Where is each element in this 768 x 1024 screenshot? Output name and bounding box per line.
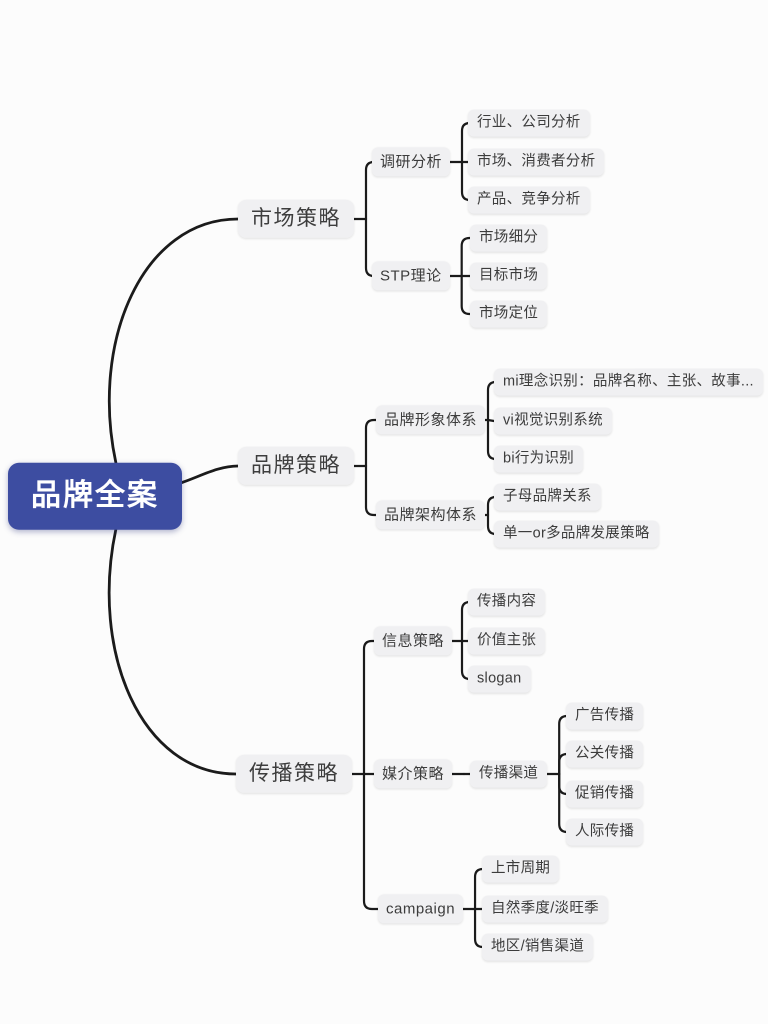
mindmap-node-media-strategy[interactable]: 媒介策略 [374,759,453,789]
mindmap-node-mi-concept-identity[interactable]: mi理念识别：品牌名称、主张、故事... [494,368,763,396]
mindmap-node-brand-strategy[interactable]: 品牌策略 [238,446,354,486]
mindmap-node-brand-architecture-system[interactable]: 品牌架构体系 [376,500,486,530]
mindmap-node-root[interactable]: 品牌全案 [8,462,182,530]
mindmap-node-target-market[interactable]: 目标市场 [470,262,548,290]
mindmap-node-stp-theory[interactable]: STP理论 [372,261,450,291]
mindmap-node-communication-channels[interactable]: 传播渠道 [470,760,548,788]
mindmap-node-communication-content[interactable]: 传播内容 [468,588,546,616]
connector-path [364,464,378,517]
mindmap-node-natural-season[interactable]: 自然季度/淡旺季 [482,895,608,923]
mindmap-node-launch-cycle[interactable]: 上市周期 [482,855,560,883]
mindmap-node-market-segmentation[interactable]: 市场细分 [470,224,548,252]
mindmap-node-promotion-communication[interactable]: 促销传播 [566,780,644,808]
mindmap-node-market-strategy[interactable]: 市场策略 [238,199,354,239]
connector-path [460,236,472,278]
mindmap-node-sub-parent-brand-relation[interactable]: 子母品牌关系 [494,483,601,511]
connector-path [362,772,380,911]
mindmap-node-industry-company-analysis[interactable]: 行业、公司分析 [468,109,590,137]
mindmap-node-message-strategy[interactable]: 信息策略 [374,626,453,656]
mindmap-node-single-or-multi-brand-strategy[interactable]: 单一or多品牌发展策略 [494,520,659,548]
connector-path [107,527,238,776]
mindmap-node-market-consumer-analysis[interactable]: 市场、消费者分析 [468,148,605,176]
connector-path [362,639,376,776]
mindmap-node-pr-communication[interactable]: 公关传播 [566,740,644,768]
mindmap-node-bi-behavior-identity[interactable]: bi行为识别 [494,445,584,473]
connector-path [460,274,472,316]
mindmap-node-slogan[interactable]: slogan [468,665,531,693]
connector-path [180,464,240,484]
mindmap-node-region-sales-channel[interactable]: 地区/销售渠道 [482,933,594,961]
mindmap-node-interpersonal-communication[interactable]: 人际传播 [566,818,644,846]
mindmap-node-vi-visual-identity[interactable]: vi视觉识别系统 [494,407,612,435]
mindmap-node-campaign[interactable]: campaign [378,894,464,924]
mindmap-node-advertising-communication[interactable]: 广告传播 [566,702,644,730]
connector-path [107,217,240,465]
connector-path [364,418,378,468]
mindmap-node-communication-strategy[interactable]: 传播策略 [236,754,352,794]
mindmap-node-market-positioning[interactable]: 市场定位 [470,300,548,328]
mindmap-node-product-competition-analysis[interactable]: 产品、竞争分析 [468,186,590,214]
mindmap-node-research-analysis[interactable]: 调研分析 [372,147,451,177]
mindmap-node-value-proposition[interactable]: 价值主张 [468,627,546,655]
mindmap-node-brand-image-system[interactable]: 品牌形象体系 [376,405,486,435]
